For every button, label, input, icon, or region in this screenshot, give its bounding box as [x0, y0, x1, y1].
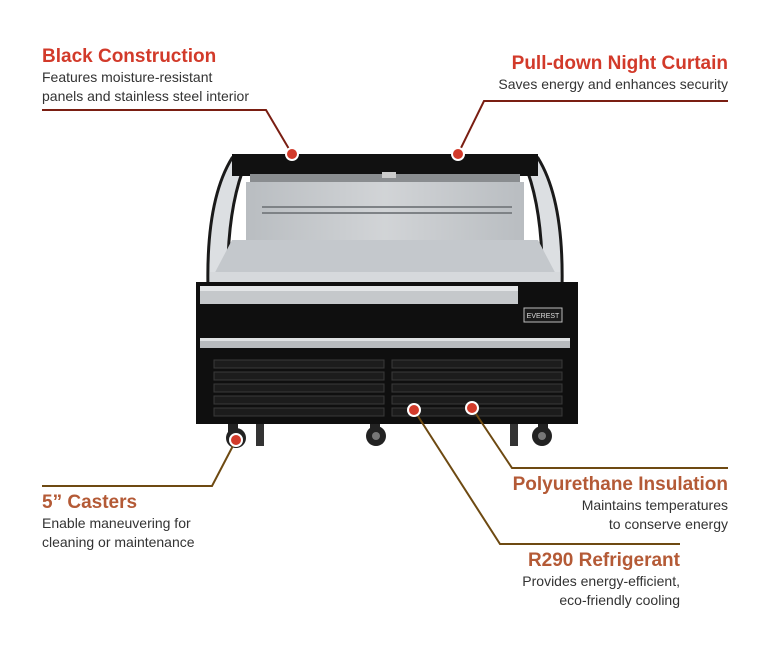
- callout-casters: 5” Casters Enable maneuvering for cleani…: [42, 492, 195, 552]
- leader-black-construction: [42, 109, 293, 155]
- brand-badge-text: EVEREST: [527, 313, 560, 320]
- interior-deck: [210, 240, 560, 282]
- callout-title: R290 Refrigerant: [527, 550, 680, 571]
- callout-refrigerant: R290 Refrigerant Provides energy-efficie…: [522, 550, 680, 610]
- callout-title: Black Construction: [42, 46, 217, 67]
- leader-insulation: [471, 407, 728, 469]
- callout-desc-line2: cleaning or maintenance: [42, 534, 195, 550]
- caster-right: [532, 424, 552, 446]
- callout-desc-line1: Features moisture-resistant: [42, 69, 213, 85]
- lower-rail: [200, 338, 570, 348]
- callout-desc-line1: Enable maneuvering for: [42, 515, 191, 531]
- brand-badge: [523, 307, 563, 323]
- callout-desc-line1: Maintains temperatures: [581, 497, 728, 513]
- leader-casters: [42, 439, 237, 487]
- callout-desc-line1: Saves energy and enhances security: [498, 76, 728, 92]
- callout-night-curtain: Pull-down Night Curtain Saves energy and…: [498, 53, 728, 94]
- marker-refrigerant: [407, 403, 421, 417]
- marker-night-curtain: [451, 147, 465, 161]
- leader-night-curtain: [457, 100, 728, 155]
- callout-desc-line2: eco-friendly cooling: [559, 592, 680, 608]
- marker-insulation: [465, 401, 479, 415]
- caster-center: [366, 424, 386, 446]
- callout-title: 5” Casters: [42, 492, 138, 513]
- callout-insulation: Polyurethane Insulation Maintains temper…: [513, 474, 728, 534]
- callout-desc-line2: to conserve energy: [608, 516, 728, 532]
- leader-refrigerant: [413, 409, 680, 545]
- callout-title: Pull-down Night Curtain: [511, 53, 728, 74]
- callout-desc-line2: panels and stainless steel interior: [42, 88, 250, 104]
- callout-desc-line1: Provides energy-efficient,: [522, 573, 680, 589]
- marker-casters: [229, 433, 243, 447]
- callout-black-construction: Black Construction Features moisture-res…: [42, 46, 249, 106]
- callout-title: Polyurethane Insulation: [512, 474, 728, 495]
- marker-black-construction: [285, 147, 299, 161]
